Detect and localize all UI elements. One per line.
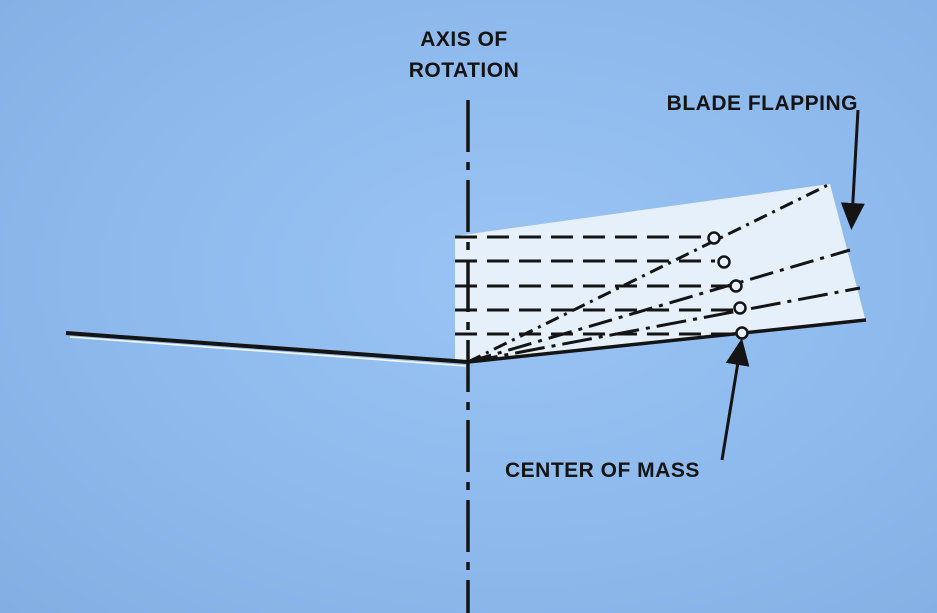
left-blade	[65, 331, 469, 364]
center-of-mass-label: CENTER OF MASS	[505, 459, 700, 482]
center-of-mass-marker	[717, 255, 731, 269]
center-of-mass-marker	[733, 301, 747, 315]
blade-position-1	[467, 182, 831, 364]
left-blade-highlight	[69, 336, 467, 367]
blade-position-3	[467, 286, 861, 364]
blade-position-4	[467, 318, 867, 364]
center-of-mass-marker	[707, 231, 721, 245]
axis-of-rotation-label-line2: ROTATION	[409, 59, 520, 82]
blade-flapping-label: BLADE FLAPPING	[667, 92, 858, 115]
center-of-mass-marker	[735, 326, 749, 340]
center-of-mass-marker	[729, 279, 743, 293]
center-of-mass-arrow	[720, 338, 750, 461]
axis-of-rotation-label-line1: AXIS OF	[420, 28, 508, 51]
blade-position-2	[467, 248, 851, 364]
reference-lines	[455, 235, 735, 336]
center-of-mass-markers	[707, 231, 749, 340]
blade-flapping-arrow	[840, 109, 865, 230]
blade-positions	[467, 182, 867, 364]
